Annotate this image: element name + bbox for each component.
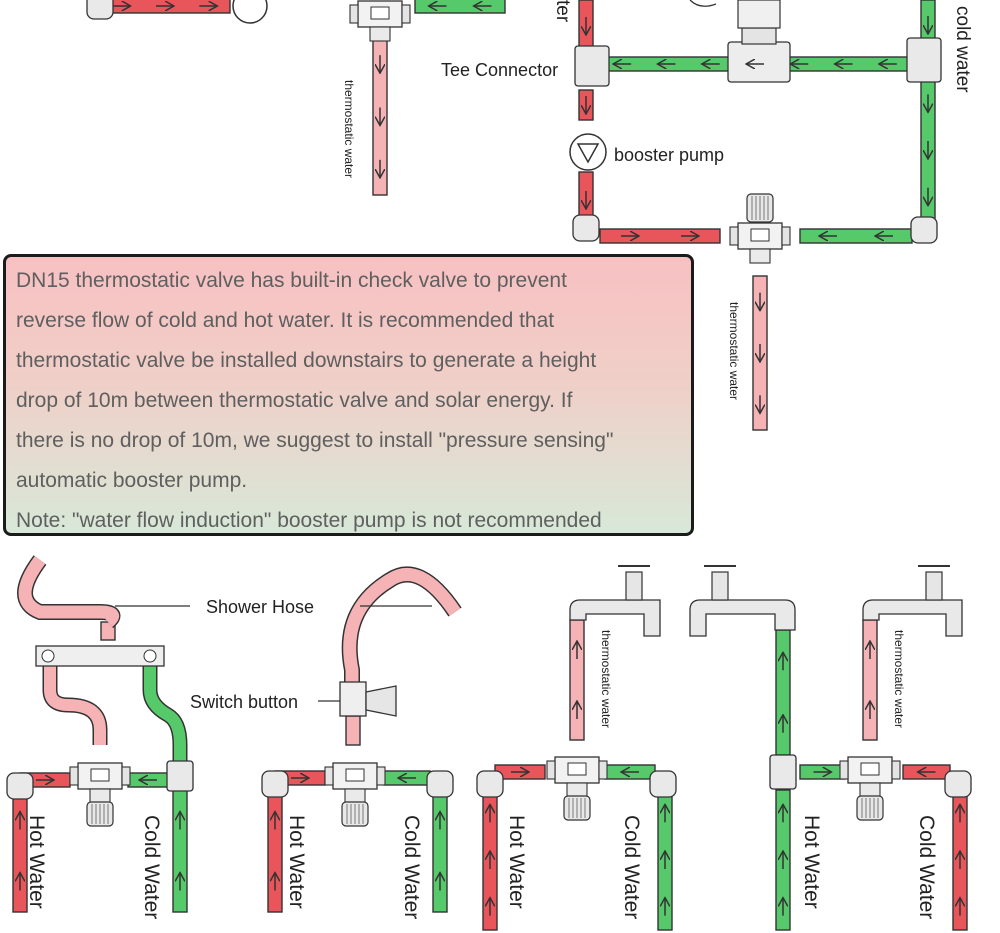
valve-logo (370, 6, 390, 20)
valve-logo (345, 768, 365, 782)
faucet-spout (862, 599, 963, 637)
cold-water-label-2: Cold Water (400, 815, 423, 919)
tee-fitting (906, 37, 942, 83)
cold-pipe (414, 0, 506, 14)
cold-water-label-1: Cold Water (140, 815, 163, 919)
faucet-spout (689, 599, 796, 637)
valve-stem (859, 782, 881, 798)
valve-port (598, 760, 608, 780)
thermostatic-water-label-3: thermostatic water (599, 630, 613, 728)
tee-fitting (166, 760, 194, 792)
valve-port (69, 766, 79, 786)
faucet-handle (625, 571, 643, 601)
booster-pump-label: booster pump (614, 145, 724, 165)
valve-port (781, 226, 791, 246)
cold-pipe (799, 228, 913, 244)
mixed-pipe (862, 619, 878, 741)
cold-water-label-top: cold water (952, 6, 973, 93)
thermostatic-water-label-2: thermostatic water (727, 302, 741, 400)
valve-stem (566, 782, 588, 798)
check-valve-cap (741, 27, 777, 45)
hot-water-label-4: Hot Water (800, 815, 823, 909)
faucet-handle (925, 571, 943, 601)
valve-port (121, 766, 131, 786)
hot-pipe (599, 228, 721, 244)
pump-icon (232, 0, 268, 24)
info-note: Note: "water flow induction" booster pum… (16, 509, 602, 532)
pump-icon (569, 133, 607, 171)
tee-fitting (769, 754, 797, 790)
screw-icon (41, 649, 55, 663)
valve-port (729, 226, 739, 246)
tee-fitting (574, 45, 610, 87)
thermostatic-water-label-4: thermostatic water (892, 630, 906, 728)
elbow-fitting (910, 216, 938, 244)
switch-lever (365, 685, 397, 717)
check-valve-handle (689, 0, 717, 7)
valve-port (839, 760, 849, 780)
info-callout: DN15 thermostatic valve has built-in che… (3, 254, 694, 536)
elbow-fitting (944, 770, 972, 798)
hot-water-label-2: Hot Water (285, 815, 308, 909)
valve-logo (90, 768, 110, 782)
elbow-fitting (261, 770, 289, 798)
valve-stem (369, 26, 391, 42)
valve-stem (344, 788, 366, 804)
info-line: thermostatic valve be installed downstai… (16, 349, 597, 372)
cold-water-label-3: Cold Water (620, 815, 643, 919)
elbow-fitting (6, 772, 34, 800)
cold-pipe (144, 666, 186, 762)
faucet-handle (711, 571, 729, 601)
elbow-fitting (86, 0, 114, 20)
valve-port (546, 760, 556, 780)
hot-water-label-3: Hot Water (505, 815, 528, 909)
valve-stem (89, 788, 111, 804)
switch-button-label: Switch button (190, 692, 298, 712)
hot-pipe (12, 789, 28, 913)
elbow-fitting (426, 770, 454, 798)
mixed-pipe (345, 715, 361, 746)
info-line: automatic booster pump. (16, 469, 248, 492)
valve-port (891, 760, 901, 780)
info-line: reverse flow of cold and hot water. It i… (16, 309, 555, 332)
cold-pipe (172, 789, 188, 913)
elbow-fitting (649, 770, 677, 798)
cold-pipe (432, 789, 448, 913)
pump-triangle (576, 143, 600, 164)
tee-connector-label: Tee Connector (441, 60, 558, 80)
cold-pipe (775, 629, 791, 756)
valve-port (401, 4, 411, 24)
hot-water-label-1: Hot Water (25, 815, 48, 909)
valve-port (349, 4, 359, 24)
shower-hose-label: Shower Hose (206, 597, 314, 617)
mixed-pipe (44, 666, 106, 745)
valve-port (324, 766, 334, 786)
ter-fragment-label: ter (552, 0, 573, 23)
info-line: there is no drop of 10m, we suggest to i… (16, 429, 614, 452)
thermostatic-water-label-1: thermostatic water (342, 80, 356, 178)
info-line: drop of 10m between thermostatic valve a… (16, 389, 573, 412)
check-valve-body (737, 0, 781, 29)
elbow-fitting (572, 214, 600, 242)
shower-hose (343, 567, 461, 685)
valve-logo (750, 228, 770, 242)
shower-hose (18, 556, 119, 627)
switch-body (339, 681, 367, 717)
shower-bar (35, 645, 165, 667)
valve-stem (749, 248, 771, 264)
valve-logo (567, 762, 587, 776)
valve-logo (860, 762, 880, 776)
hot-pipe (267, 789, 283, 913)
elbow-fitting (476, 770, 504, 798)
valve-port (376, 766, 386, 786)
check-valve (727, 41, 791, 83)
info-line: DN15 thermostatic valve has built-in che… (16, 269, 567, 292)
screw-icon (143, 649, 157, 663)
cold-water-label-4: Cold Water (915, 815, 938, 919)
mixed-pipe (569, 619, 585, 741)
faucet-spout (569, 599, 661, 637)
